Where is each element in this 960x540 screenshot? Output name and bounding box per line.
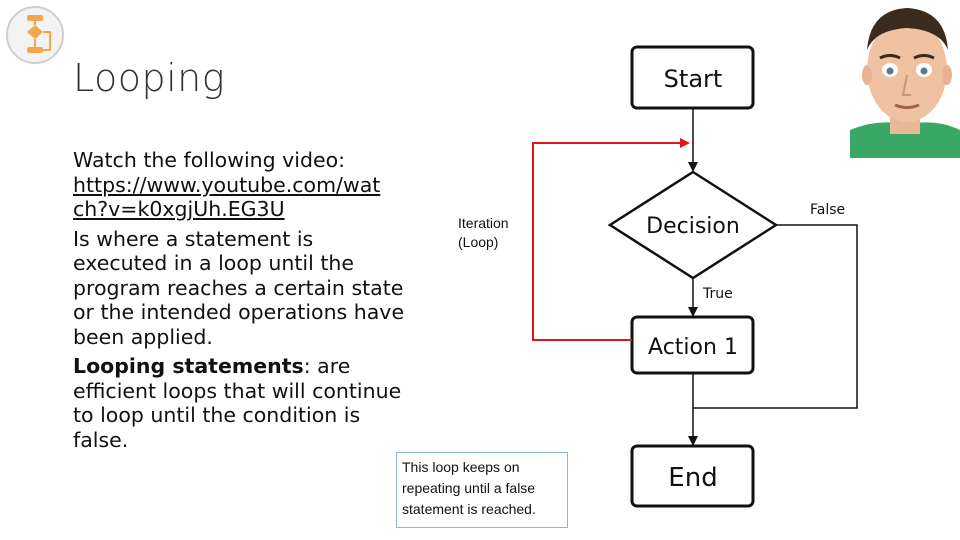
definition-line: Is where a statement is xyxy=(73,226,314,251)
video-link-line2[interactable]: ch?v=k0xgjUh.EG3U xyxy=(73,197,285,221)
decision-label: Decision xyxy=(646,214,740,239)
definition-line: program reaches a certain state xyxy=(73,275,404,300)
looping-paragraph: Looping statements: are efficient loops … xyxy=(73,354,433,452)
note-line: repeating until a false xyxy=(402,480,536,496)
looping-term: Looping statements xyxy=(73,354,304,378)
false-label: False xyxy=(810,202,845,218)
iteration-line2: (Loop) xyxy=(458,234,499,250)
definition-paragraph: Is where a statement is executed in a lo… xyxy=(73,227,433,350)
video-link-anchor[interactable]: https://www.youtube.com/wat ch?v=k0xgjUh… xyxy=(73,173,380,222)
iteration-label: Iteration (Loop) xyxy=(458,214,538,252)
definition-line: executed in a loop until the xyxy=(73,251,354,275)
iteration-line1: Iteration xyxy=(458,215,509,231)
video-link-line1[interactable]: https://www.youtube.com/wat xyxy=(73,172,381,197)
slide-title: Looping xyxy=(73,56,226,100)
video-link[interactable]: https://www.youtube.com/wat ch?v=k0xgjUh… xyxy=(73,173,433,222)
note-line: statement is reached. xyxy=(402,501,536,517)
action-label: Action 1 xyxy=(648,335,738,360)
loop-arrow xyxy=(532,138,690,341)
looping-line: false. xyxy=(73,427,129,452)
start-label: Start xyxy=(664,65,723,93)
definition-line: or the intended operations have xyxy=(73,300,405,324)
definition-line: been applied. xyxy=(73,324,213,349)
slide-body: Watch the following video: https://www.y… xyxy=(73,148,433,452)
flowchart-logo-icon xyxy=(6,6,64,64)
true-label: True xyxy=(702,286,733,302)
looping-line: : are xyxy=(303,354,351,378)
note-line: This loop keeps on xyxy=(402,459,520,475)
watch-line: Watch the following video: xyxy=(73,148,346,172)
end-label: End xyxy=(668,463,717,493)
false-branch-line xyxy=(693,224,858,409)
loop-note-box: This loop keeps on repeating until a fal… xyxy=(396,452,568,528)
end-node xyxy=(630,444,755,508)
looping-line: efficient loops that will continue xyxy=(73,378,402,403)
person-face-photo xyxy=(850,0,960,158)
looping-line: to loop until the condition is xyxy=(73,403,361,427)
